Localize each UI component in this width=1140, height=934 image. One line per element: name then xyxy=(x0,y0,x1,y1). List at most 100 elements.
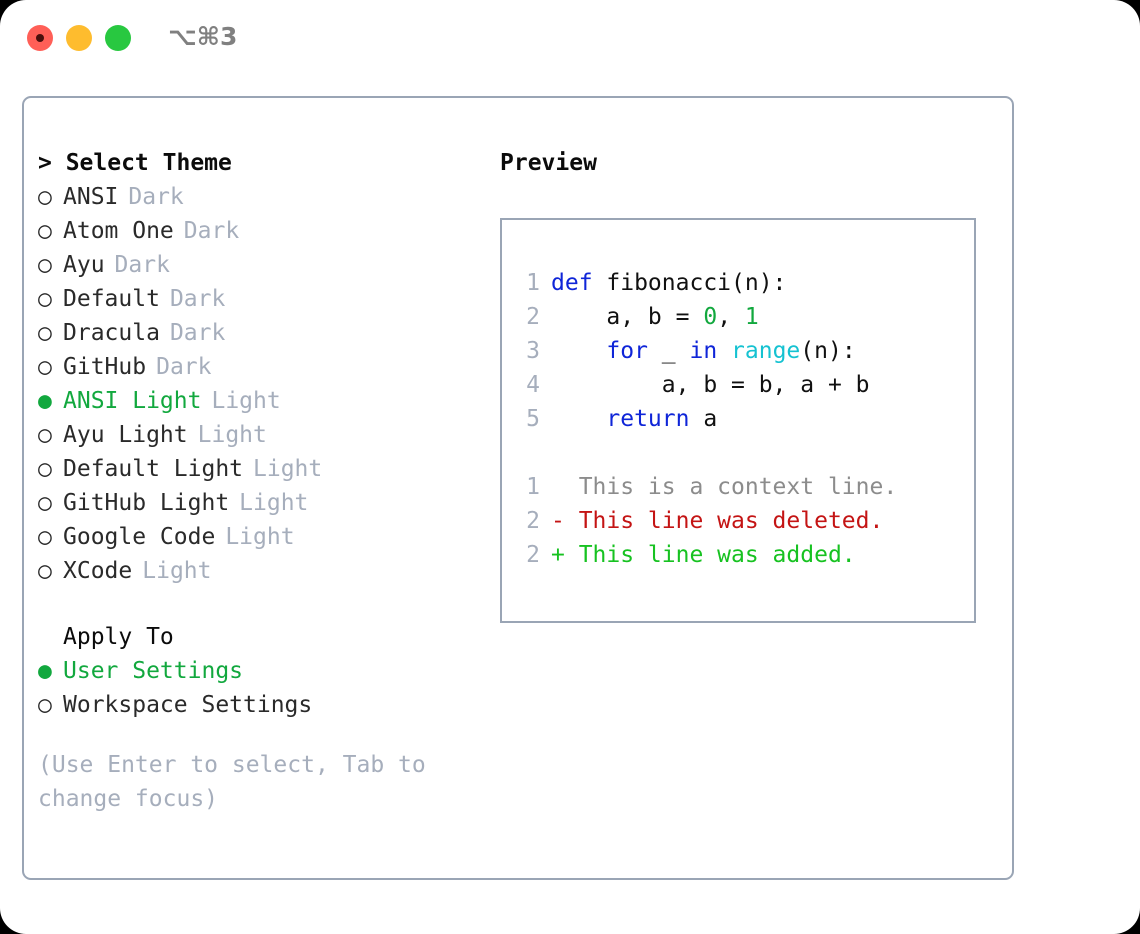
diff-line-group: 1 This is a context line. 2 - This line wa… xyxy=(514,470,968,572)
code-token-plain: , xyxy=(717,304,745,330)
code-line: 3 for _ in range(n): xyxy=(514,334,968,368)
radio-unselected-icon: ○ xyxy=(38,524,52,550)
diff-line-add: 2 + This line was added. xyxy=(514,538,968,572)
code-token-plain: _ xyxy=(647,338,690,364)
theme-option-category: Dark xyxy=(169,320,226,346)
apply-to-option-user-settings[interactable]: ● User Settings xyxy=(38,654,498,688)
theme-option-category: Dark xyxy=(183,218,240,244)
code-token-plain: (n): xyxy=(800,338,856,364)
code-line-text: return a xyxy=(551,402,717,436)
code-token-kw: return xyxy=(606,406,690,432)
code-token-num: 0 xyxy=(703,304,718,330)
diff-line-text: This is a context line. xyxy=(551,474,898,500)
code-line: 2 a, b = 0, 1 xyxy=(514,300,968,334)
radio-unselected-icon: ○ xyxy=(38,490,52,516)
title-bar: ⌥⌘3 xyxy=(0,0,1140,78)
theme-option-label: Ayu xyxy=(63,252,105,278)
apply-to-option-workspace-settings[interactable]: ○Workspace Settings xyxy=(38,688,498,722)
code-line-text: for _ in range(n): xyxy=(551,334,856,368)
close-button[interactable] xyxy=(27,25,53,51)
radio-unselected-icon: ○ xyxy=(38,320,52,346)
apply-to-option-list: ● User Settings ○Workspace Settings xyxy=(38,654,498,722)
code-line: 5 return a xyxy=(514,402,968,436)
theme-option-atom-one[interactable]: ○ Atom One Dark xyxy=(38,214,498,248)
minimize-button[interactable] xyxy=(66,25,92,51)
theme-option-category: Dark xyxy=(156,354,212,380)
line-number: 5 xyxy=(526,406,540,432)
page-title: > Select Theme xyxy=(38,150,232,176)
keyboard-shortcut-label: ⌥⌘3 xyxy=(168,22,238,51)
code-token-plain: fibonacci(n): xyxy=(592,270,787,296)
radio-unselected-icon: ○ xyxy=(38,692,52,718)
maximize-button[interactable] xyxy=(105,25,131,51)
line-number: 1 xyxy=(526,270,540,296)
radio-unselected-icon: ○ xyxy=(38,558,52,584)
code-token-plain xyxy=(551,338,606,364)
line-number: 4 xyxy=(526,372,540,398)
theme-option-dracula[interactable]: ○ Dracula Dark xyxy=(38,316,498,350)
radio-selected-icon: ● xyxy=(38,388,52,414)
code-token-kw: def xyxy=(551,270,593,296)
apply-to-title: Apply To xyxy=(63,624,174,650)
diff-line-text: + This line was added. xyxy=(551,542,856,568)
radio-selected-icon: ● xyxy=(38,658,52,684)
theme-option-ansi[interactable]: ○ ANSI Dark xyxy=(38,180,498,214)
diff-line-text: - This line was deleted. xyxy=(551,508,884,534)
theme-option-default[interactable]: ○ Default Dark xyxy=(38,282,498,316)
code-line-text: def fibonacci(n): xyxy=(551,266,786,300)
code-line: 4 a, b = b, a + b xyxy=(514,368,968,402)
code-line-text: a, b = b, a + b xyxy=(551,368,870,402)
diff-line-del: 2 - This line was deleted. xyxy=(514,504,968,538)
theme-option-label: Default Light xyxy=(63,456,244,482)
code-line: 1 def fibonacci(n): xyxy=(514,266,968,300)
theme-option-category: Light xyxy=(197,422,267,448)
theme-option-category: Dark xyxy=(128,184,184,210)
theme-option-google-code[interactable]: ○ Google Code Light xyxy=(38,520,498,554)
theme-option-label: Dracula xyxy=(63,320,160,346)
code-token-fn: range xyxy=(731,338,801,364)
line-number: 2 xyxy=(526,508,540,534)
keyboard-hint-text: (Use Enter to select, Tab to change focu… xyxy=(38,752,440,812)
code-token-plain: a, b = xyxy=(551,304,704,330)
line-number: 1 xyxy=(526,474,540,500)
theme-option-label: Ayu Light xyxy=(63,422,188,448)
radio-unselected-icon: ○ xyxy=(38,456,52,482)
code-token-plain xyxy=(551,406,606,432)
radio-unselected-icon: ○ xyxy=(38,184,52,210)
theme-option-label: Default xyxy=(63,286,160,312)
line-number: 3 xyxy=(526,338,540,364)
theme-option-category: Light xyxy=(253,456,323,482)
radio-unselected-icon: ○ xyxy=(38,286,52,312)
theme-option-default-light[interactable]: ○ Default Light Light xyxy=(38,452,498,486)
theme-option-ayu[interactable]: ○ Ayu Dark xyxy=(38,248,498,282)
theme-option-category: Light xyxy=(142,558,212,584)
code-token-num: 1 xyxy=(744,304,759,330)
theme-option-category: Dark xyxy=(169,286,226,312)
radio-unselected-icon: ○ xyxy=(38,218,52,244)
theme-option-label: Atom One xyxy=(63,218,174,244)
code-token-kw: in xyxy=(689,338,718,364)
theme-option-label: Google Code xyxy=(63,524,216,550)
apply-to-option-label: User Settings xyxy=(63,658,244,684)
radio-unselected-icon: ○ xyxy=(38,252,52,278)
theme-option-label: GitHub Light xyxy=(63,490,230,516)
theme-option-category: Light xyxy=(225,524,295,550)
line-number: 2 xyxy=(526,542,540,568)
theme-option-label: ANSI Light xyxy=(63,388,202,414)
diff-line-ctx: 1 This is a context line. xyxy=(514,470,968,504)
theme-option-label: ANSI xyxy=(63,184,119,210)
theme-option-category: Dark xyxy=(114,252,170,278)
code-token-plain: a, b = b, a + b xyxy=(551,372,870,398)
code-blank-line xyxy=(514,436,968,470)
